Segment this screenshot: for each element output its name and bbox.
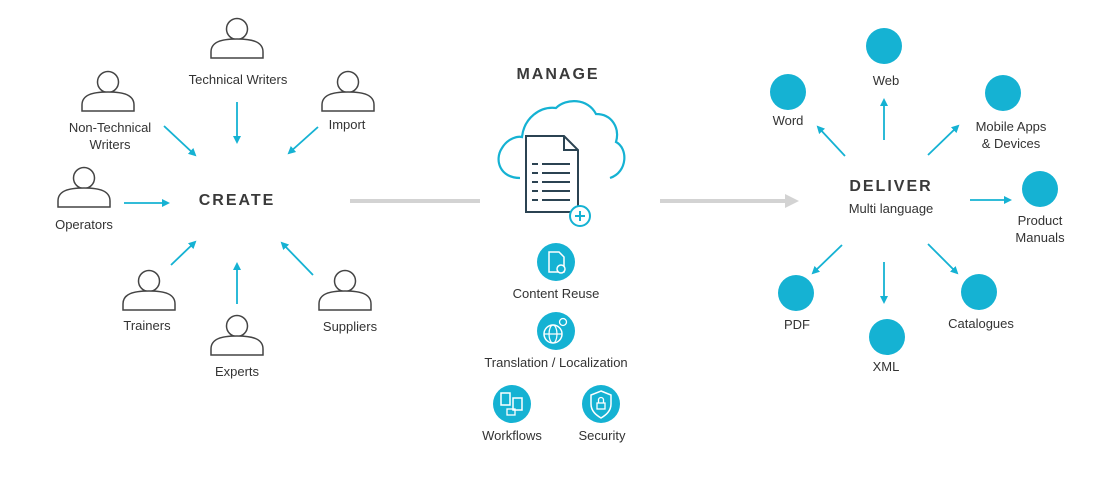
document-reuse-icon — [537, 243, 575, 281]
arrow-trainers — [170, 240, 197, 266]
word-label: Word — [772, 113, 804, 128]
security-label: Security — [578, 428, 626, 443]
arrow-non-technical-writers — [163, 125, 197, 157]
pdf-label: PDF — [784, 317, 810, 332]
technical-writers-label: Technical Writers — [188, 72, 288, 87]
suppliers-person-icon — [318, 269, 372, 311]
experts-person-icon — [210, 314, 264, 356]
globe-icon — [537, 312, 575, 350]
xml-output-dot — [869, 319, 905, 355]
non-technical-writers-label: Non-Technical Writers — [68, 120, 152, 152]
pdf-output-dot — [778, 275, 814, 311]
arrow-word — [816, 125, 846, 157]
arrow-catalogues — [927, 243, 959, 275]
experts-label: Experts — [214, 364, 260, 379]
workflows-label: Workflows — [482, 428, 542, 443]
arrow-mobile — [927, 124, 960, 156]
catalogues-output-dot — [961, 274, 997, 310]
shield-lock-icon — [582, 385, 620, 423]
mobile-output-dot — [985, 75, 1021, 111]
workflow-icon — [493, 385, 531, 423]
trainers-person-icon — [122, 269, 176, 311]
import-person-icon — [321, 70, 375, 112]
arrow-pdf — [811, 244, 843, 275]
operators-person-icon — [57, 166, 111, 208]
translation-label: Translation / Localization — [484, 355, 628, 370]
deliver-subtitle: Multi language — [848, 201, 934, 216]
web-label: Web — [872, 73, 900, 88]
import-label: Import — [328, 117, 366, 132]
manage-title: MANAGE — [516, 66, 600, 83]
technical-writers-person-icon — [210, 17, 264, 59]
operators-label: Operators — [55, 217, 113, 232]
trainers-label: Trainers — [123, 318, 171, 333]
non-technical-writers-person-icon — [81, 70, 135, 112]
arrow-suppliers — [280, 241, 314, 276]
product-manuals-output-dot — [1022, 171, 1058, 207]
suppliers-label: Suppliers — [322, 319, 378, 334]
product-manuals-label: Product Manuals — [1015, 213, 1065, 245]
xml-label: XML — [872, 359, 900, 374]
deliver-title: DELIVER — [849, 178, 933, 195]
mobile-label: Mobile Apps & Devices — [975, 119, 1047, 151]
arrow-import — [287, 126, 319, 155]
catalogues-label: Catalogues — [948, 316, 1014, 331]
word-output-dot — [770, 74, 806, 110]
web-output-dot — [866, 28, 902, 64]
create-title: CREATE — [198, 192, 276, 209]
cloud-document-icon — [497, 100, 626, 227]
content-reuse-label: Content Reuse — [512, 286, 600, 301]
